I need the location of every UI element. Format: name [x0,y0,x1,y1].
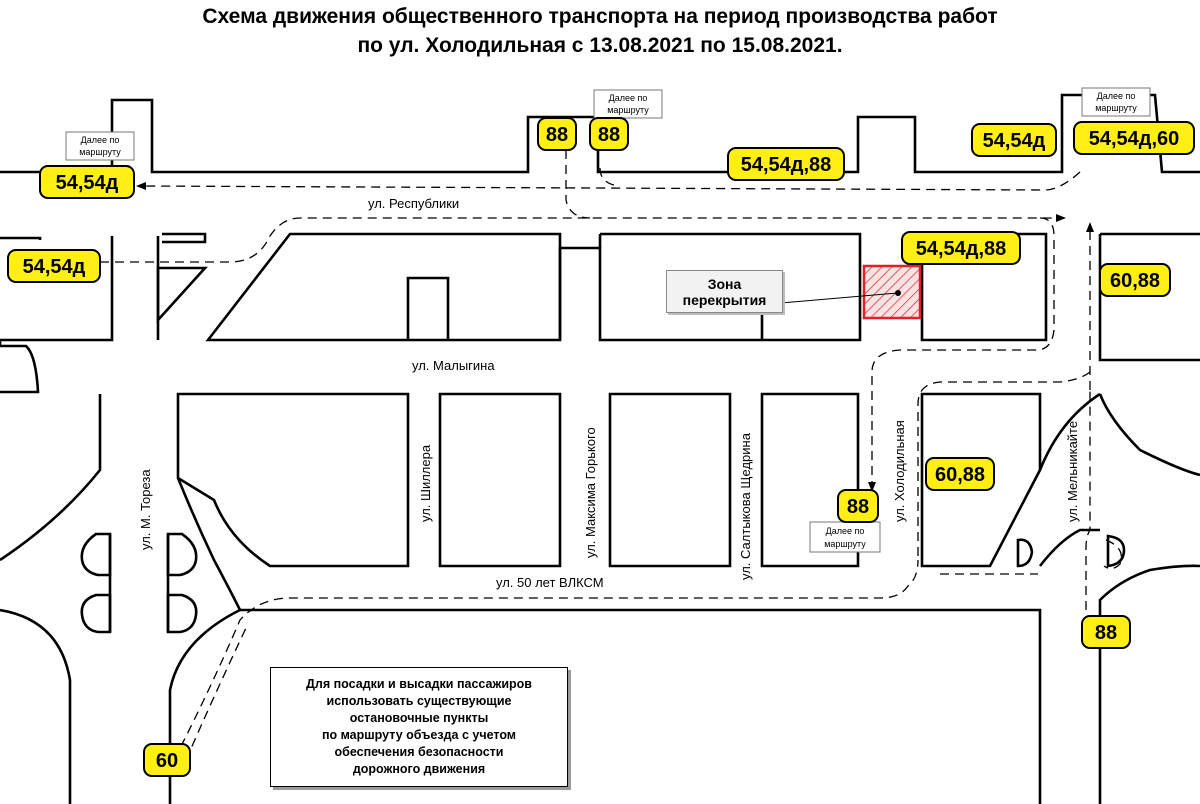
route-tag: 88 [837,489,879,523]
svg-text:60,88: 60,88 [1110,270,1160,292]
svg-text:54,54д,88: 54,54д,88 [916,238,1007,260]
svg-text:Далее по: Далее по [609,93,648,103]
svg-text:маршруту: маршруту [1095,103,1137,113]
route-tag: 88 [589,117,629,151]
route-descend-east-block [871,217,1055,486]
svg-text:Далее по: Далее по [1097,91,1136,101]
road-edge-toreza-island [0,236,114,394]
further-note-north: Далее по маршруту [593,89,663,119]
route-tag: 54,54д [971,123,1057,157]
svg-text:88: 88 [546,124,568,146]
svg-text:54,54д: 54,54д [56,172,119,194]
block-south-3 [608,392,732,568]
road-edge-toreza-north [0,236,42,240]
interchange-east [1038,528,1100,567]
route-tag: 54,54д,88 [727,147,845,181]
svg-text:маршруту: маршруту [607,105,649,115]
further-note-northeast: Далее по маршруту [1081,87,1151,117]
route-tag: 54,54д,88 [901,231,1021,265]
road-island-triangle [156,266,208,324]
detour-routes [100,150,1123,761]
route-tag: 60 [143,743,191,777]
route-westbound-respubliki [139,171,1081,191]
svg-text:Далее по: Далее по [826,526,865,536]
passenger-note: Для посадки и высадки пассажиров использ… [270,667,568,787]
closure-zone [862,264,922,320]
street-label-respubliki: ул. Республики [368,196,459,211]
street-label-malygina: ул. Малыгина [412,358,495,373]
svg-text:54,54д,88: 54,54д,88 [741,154,832,176]
block-south-2 [438,392,562,568]
route-vlksm-east [173,559,919,761]
svg-text:54,54д: 54,54д [23,256,86,278]
svg-text:88: 88 [847,496,869,518]
svg-text:маршруту: маршруту [79,147,121,157]
route-tag: 54,54д [7,249,101,283]
svg-text:88: 88 [598,124,620,146]
svg-text:60: 60 [156,750,178,772]
street-label-melnikaite: ул. Мельникайте [1065,421,1080,522]
street-label-shillera: ул. Шиллера [418,444,433,522]
block-south-4 [760,392,860,568]
svg-text:60,88: 60,88 [935,464,985,486]
route-melnikaite-north [1085,390,1091,640]
block-south-5 [920,392,1042,568]
svg-text:88: 88 [1095,622,1117,644]
interchange-west [0,394,242,804]
road-network [0,93,1200,804]
route-tag: 60,88 [1099,263,1171,297]
zone-pointer-dot [895,290,901,296]
street-label-toreza: ул. М. Тореза [138,469,153,550]
route-tag: 60,88 [925,457,995,491]
closure-zone-label: Зона перекрытия [666,270,783,313]
street-label-gorkogo: ул. Максима Горького [583,427,598,558]
block-north-1 [205,232,562,342]
zone-pointer-line [780,292,899,304]
block-north-2 [558,232,862,342]
route-tag: 54,54д,60 [1073,121,1195,155]
route-tag: 88 [1081,615,1131,649]
svg-text:маршруту: маршруту [824,539,866,549]
street-label-vlksm: ул. 50 лет ВЛКСМ [496,575,604,590]
route-eastbound-respubliki [100,217,1060,263]
further-note-south: Далее по маршруту [809,521,881,553]
scheme-title: Схема движения общественного транспорта … [202,5,998,57]
svg-text:54,54д: 54,54д [983,130,1046,152]
svg-text:Далее по: Далее по [81,135,120,145]
route-tag: 54,54д [39,165,135,199]
block-south-1 [176,392,410,568]
svg-text:54,54д,60: 54,54д,60 [1089,128,1180,150]
road-edge-vlksm-south [240,608,1042,804]
street-label-shchedrina: ул. Салтыкова Щедрина [738,432,753,580]
route-tag: 88 [537,117,577,151]
street-label-kholodilnaya: ул. Холодильная [892,420,907,522]
block-southeast [1098,393,1200,477]
further-note-west: Далее по маршруту [65,131,135,161]
